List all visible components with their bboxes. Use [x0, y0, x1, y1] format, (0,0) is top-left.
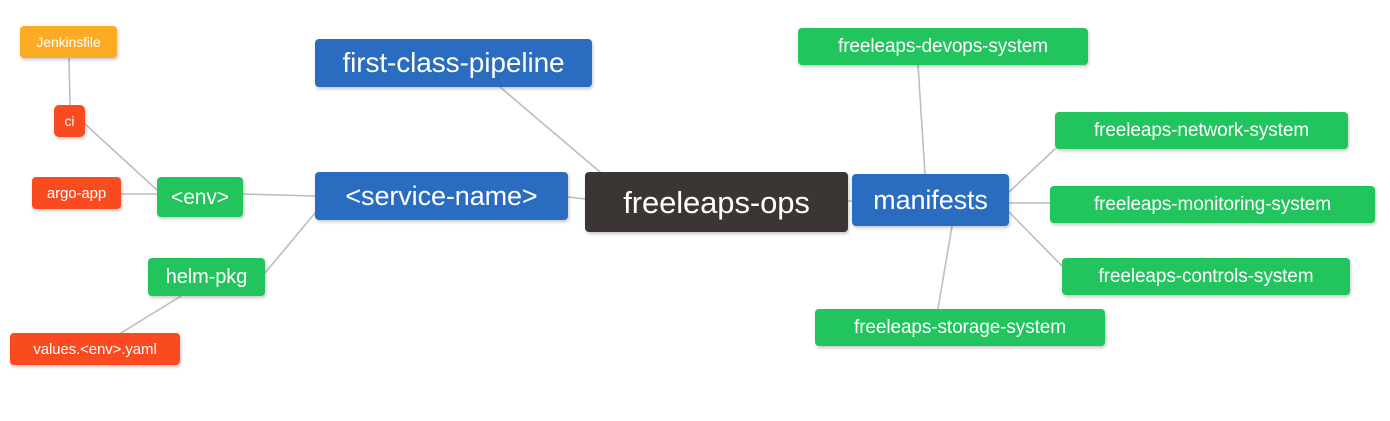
node-env[interactable]: <env>: [157, 177, 243, 217]
node-freeleaps-network-system[interactable]: freeleaps-network-system: [1055, 112, 1348, 149]
node-values-yaml[interactable]: values.<env>.yaml: [10, 333, 180, 365]
edge-manifests-to-freeleaps-storage-system: [937, 225, 953, 310]
edge-first-class-pipeline-to-freeleaps-ops: [499, 86, 601, 173]
edge-env-to-service-name: [242, 193, 316, 197]
node-freeleaps-controls-system[interactable]: freeleaps-controls-system: [1062, 258, 1350, 295]
node-freeleaps-monitoring-system[interactable]: freeleaps-monitoring-system: [1050, 186, 1375, 223]
node-jenkinsfile[interactable]: Jenkinsfile: [20, 26, 117, 58]
node-helm-pkg[interactable]: helm-pkg: [148, 258, 265, 296]
node-service-name[interactable]: <service-name>: [315, 172, 568, 220]
edge-helm-pkg-to-values-yaml: [120, 295, 182, 334]
edge-manifests-to-freeleaps-devops-system: [917, 64, 926, 175]
node-freeleaps-ops[interactable]: freeleaps-ops: [585, 172, 848, 232]
edge-service-name-to-freeleaps-ops: [567, 196, 586, 200]
edge-jenkinsfile-to-ci: [68, 57, 71, 106]
node-argo-app[interactable]: argo-app: [32, 177, 121, 209]
node-manifests[interactable]: manifests: [852, 174, 1009, 226]
node-freeleaps-devops-system[interactable]: freeleaps-devops-system: [798, 28, 1088, 65]
node-first-class-pipeline[interactable]: first-class-pipeline: [315, 39, 592, 87]
node-freeleaps-storage-system[interactable]: freeleaps-storage-system: [815, 309, 1105, 346]
edge-manifests-to-freeleaps-network-system: [1008, 148, 1056, 193]
edge-service-name-to-helm-pkg: [264, 212, 316, 274]
node-ci[interactable]: ci: [54, 105, 85, 137]
